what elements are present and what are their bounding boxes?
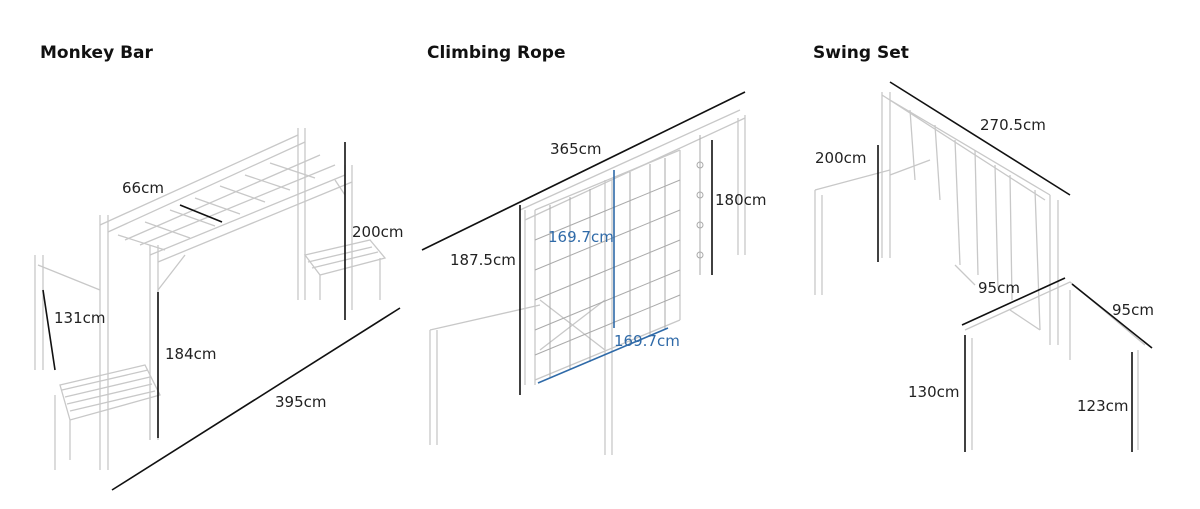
dimension-label-net-height: 169.7cm	[548, 228, 614, 246]
climbing-net	[534, 135, 704, 378]
climbing-rope-frame	[429, 109, 746, 455]
dimension-label: 95cm	[978, 279, 1020, 297]
dimension-label: 200cm	[352, 223, 404, 241]
swing-set-frame	[814, 92, 1146, 450]
dimension-label: 180cm	[715, 191, 767, 209]
dimension-label: 200cm	[815, 149, 867, 167]
dimension-label: 95cm	[1112, 301, 1154, 319]
section-title-monkey-bar: Monkey Bar	[40, 43, 153, 63]
dimension-label: 131cm	[54, 309, 106, 327]
dimension-label-net-width: 169.7cm	[614, 332, 680, 350]
dimension-label: 130cm	[908, 383, 960, 401]
climbing-rope-dimension-lines	[421, 91, 746, 395]
swing-set-dimension-lines	[877, 81, 1153, 452]
section-title-climbing-rope: Climbing Rope	[427, 43, 566, 63]
monkey-bar-dimension-lines	[42, 142, 401, 491]
section-title-swing-set: Swing Set	[813, 43, 909, 63]
dimension-label: 270.5cm	[980, 116, 1046, 134]
monkey-bar-frame	[34, 128, 387, 470]
dimension-label: 123cm	[1077, 397, 1129, 415]
dimension-label: 395cm	[275, 393, 327, 411]
dimension-label: 66cm	[122, 179, 164, 197]
dimension-label: 184cm	[165, 345, 217, 363]
dimension-label: 187.5cm	[450, 251, 516, 269]
dimension-label: 365cm	[550, 140, 602, 158]
